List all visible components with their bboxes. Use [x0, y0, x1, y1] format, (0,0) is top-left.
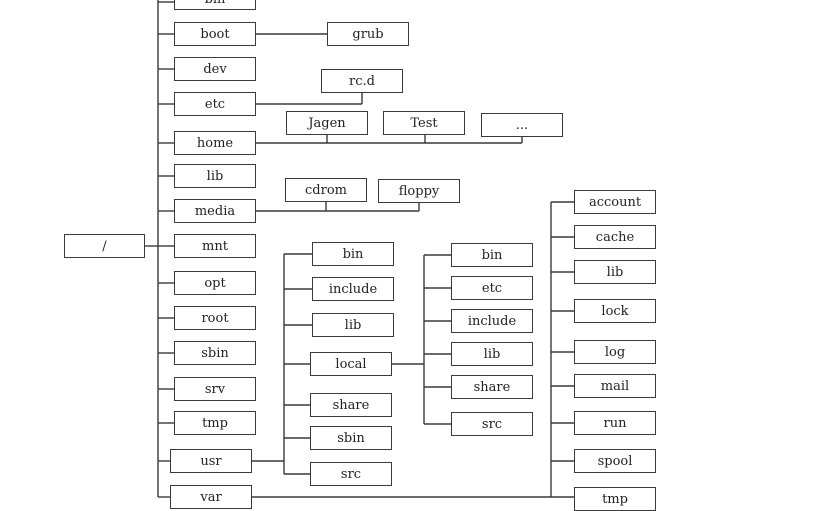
node-var-cache: cache — [574, 225, 656, 249]
node-var: var — [170, 485, 252, 509]
node-etc: etc — [174, 92, 256, 116]
node-usr-bin: bin — [312, 242, 394, 266]
node-tmp: tmp — [174, 411, 256, 435]
node-var-run: run — [574, 411, 656, 435]
node-usr-share: share — [310, 393, 392, 417]
node-local-include: include — [451, 309, 533, 333]
node-var-spool: spool — [574, 449, 656, 473]
node-usr: usr — [170, 449, 252, 473]
node-test: Test — [383, 111, 465, 135]
node-local-bin: bin — [451, 243, 533, 267]
node-local-share: share — [451, 375, 533, 399]
node-local-src: src — [451, 412, 533, 436]
node-var-lib: lib — [574, 260, 656, 284]
node-media: media — [174, 199, 256, 223]
node-jagen: Jagen — [286, 111, 368, 135]
node-var-log: log — [574, 340, 656, 364]
node-dev: dev — [174, 57, 256, 81]
node-home: home — [174, 131, 256, 155]
node-grub: grub — [327, 22, 409, 46]
node-boot: boot — [174, 22, 256, 46]
node-usr-sbin: sbin — [310, 426, 392, 450]
node-cdrom: cdrom — [285, 178, 367, 202]
node-root: / — [64, 234, 145, 258]
node-lib: lib — [174, 164, 256, 188]
node-local-lib: lib — [451, 342, 533, 366]
node-var-account: account — [574, 190, 656, 214]
node-root-dir: root — [174, 306, 256, 330]
node-bin: bin — [174, 0, 256, 10]
node-var-tmp: tmp — [574, 487, 656, 511]
node-var-lock: lock — [574, 299, 656, 323]
node-sbin: sbin — [174, 341, 256, 365]
node-usr-lib: lib — [312, 313, 394, 337]
node-rc-d: rc.d — [321, 69, 403, 93]
node-opt: opt — [174, 271, 256, 295]
node-local-etc: etc — [451, 276, 533, 300]
node-var-mail: mail — [574, 374, 656, 398]
node-ellipsis: ... — [481, 113, 563, 137]
node-floppy: floppy — [378, 179, 460, 203]
node-mnt: mnt — [174, 234, 256, 258]
node-usr-local: local — [310, 352, 392, 376]
node-srv: srv — [174, 377, 256, 401]
node-usr-include: include — [312, 277, 394, 301]
node-usr-src: src — [310, 462, 392, 486]
